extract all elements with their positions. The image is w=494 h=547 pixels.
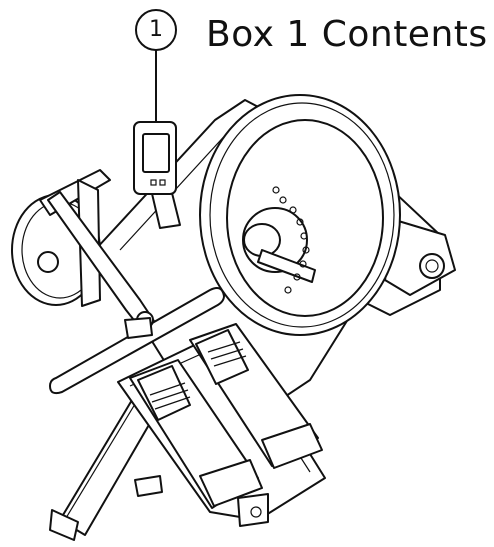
beam-end-cap bbox=[49, 509, 79, 541]
monitor-screen bbox=[142, 133, 170, 173]
heel-cup-left bbox=[199, 459, 263, 507]
diagram-title: Box 1 Contents bbox=[206, 14, 488, 55]
flywheel-vents bbox=[272, 186, 310, 294]
front-bracket bbox=[237, 493, 269, 527]
foot-straps bbox=[149, 341, 247, 410]
flywheel-spoke bbox=[257, 249, 316, 283]
flywheel-rim bbox=[226, 119, 384, 317]
heel-cup-right bbox=[261, 423, 323, 469]
callout-number: 1 bbox=[149, 16, 163, 42]
